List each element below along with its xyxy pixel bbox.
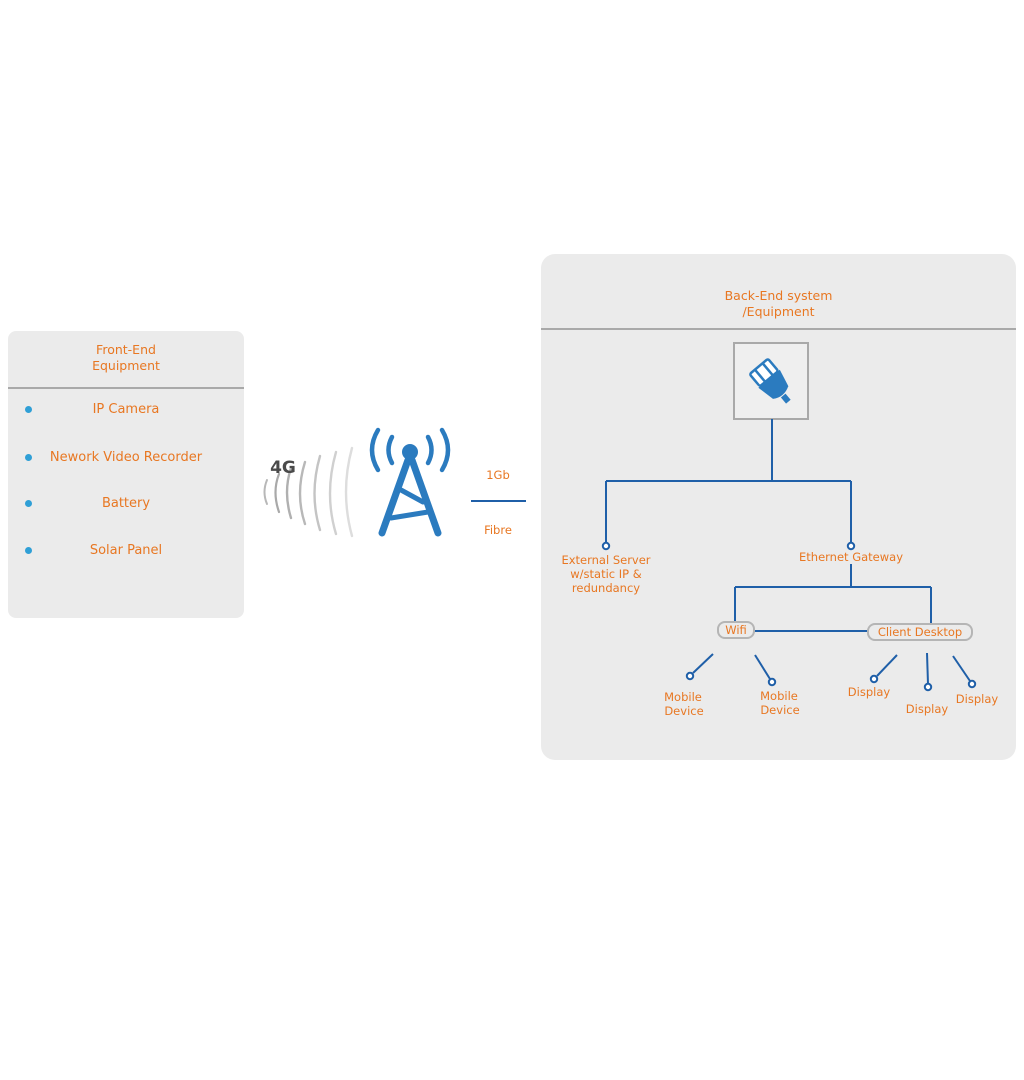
external-server-label-line3: redundancy	[572, 581, 640, 595]
back-end-panel: Back-End system /Equipment	[541, 254, 1016, 760]
back-end-divider	[541, 328, 1016, 330]
external-server-label-line1: External Server	[561, 553, 650, 567]
display-1-label: Display	[848, 685, 891, 699]
wifi-node	[717, 621, 755, 639]
external-server-label-line2: w/static IP &	[570, 567, 641, 581]
backend-connector-lines	[605, 419, 971, 685]
display-3-label: Display	[956, 692, 999, 706]
equipment-label-solar-panel: Solar Panel	[89, 543, 163, 558]
endpoint-markers	[601, 541, 977, 692]
list-item: Nework Video Recorder	[8, 448, 244, 468]
equipment-label-ip-camera: IP Camera	[92, 402, 160, 417]
list-item: Battery	[8, 494, 244, 514]
bullet-icon	[25, 547, 32, 554]
bullet-icon	[25, 406, 32, 413]
mobile-device-2-label-line1: Mobile	[760, 689, 798, 703]
cell-tower-icon	[369, 427, 451, 537]
client-desktop-node	[867, 623, 973, 641]
front-end-panel: Front-End Equipment IP Camera Nework Vid…	[8, 331, 244, 618]
list-item: IP Camera	[8, 400, 244, 420]
display-2-label: Display	[906, 702, 949, 716]
list-item: Solar Panel	[8, 541, 244, 561]
network-4g-label: 4G	[270, 458, 296, 478]
ethernet-gateway-label: Ethernet Gateway	[799, 550, 903, 564]
back-end-title: Back-End system /Equipment	[724, 288, 833, 319]
bullet-icon	[25, 500, 32, 507]
bullet-icon	[25, 454, 32, 461]
link-speed-label: 1Gb	[486, 468, 510, 482]
mobile-device-2-label-line2: Device	[760, 703, 799, 717]
front-end-divider	[8, 387, 244, 389]
equipment-label-nvr: Nework Video Recorder	[49, 450, 203, 465]
plug-icon	[749, 358, 791, 404]
mobile-device-1-label-line2: Device	[664, 704, 703, 718]
wifi-label: Wifi	[725, 623, 747, 637]
client-desktop-label: Client Desktop	[878, 625, 962, 639]
equipment-label-battery: Battery	[101, 496, 151, 511]
signal-waves-icon	[263, 446, 354, 538]
mobile-device-1-label-line1: Mobile	[664, 690, 702, 704]
front-end-title: Front-End Equipment	[92, 342, 160, 373]
link-medium-label: Fibre	[484, 523, 512, 537]
